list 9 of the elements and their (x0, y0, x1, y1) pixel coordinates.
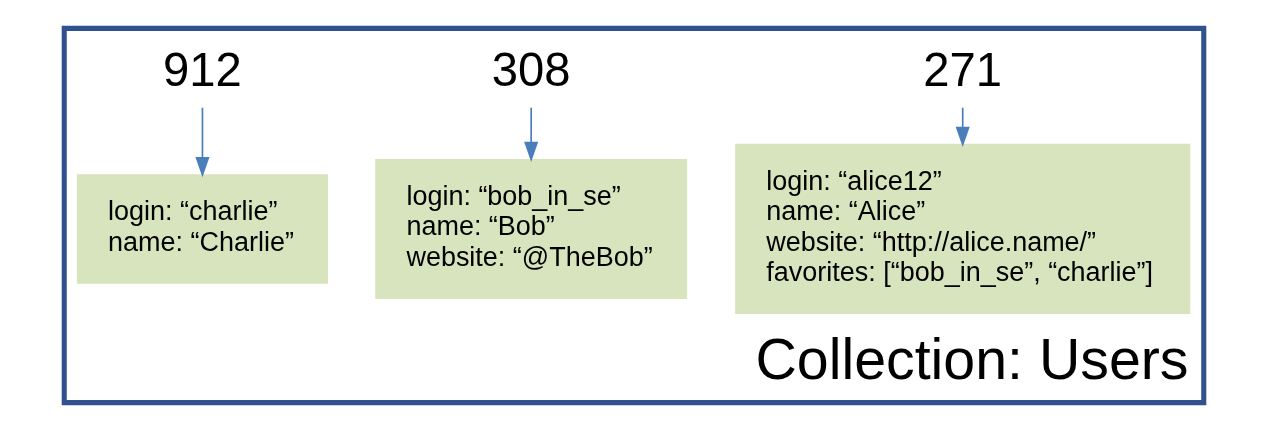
node-text: 271 (923, 43, 1003, 97)
arrow (195, 106, 210, 178)
node-box: login: “bob_in_se” name: “Bob” website: “@TheBob” (375, 159, 688, 299)
node-box: login: “alice12” name: “Alice” website: “http://alice.name/” favorites: [“bob_in_se”, “charlie”] (735, 143, 1191, 315)
arrow (524, 106, 539, 162)
arrow (955, 106, 970, 147)
node-text: 912 (163, 43, 242, 97)
node-box: login: “charlie” name: “Charlie” (76, 174, 329, 284)
node-text: 308 (491, 43, 571, 97)
